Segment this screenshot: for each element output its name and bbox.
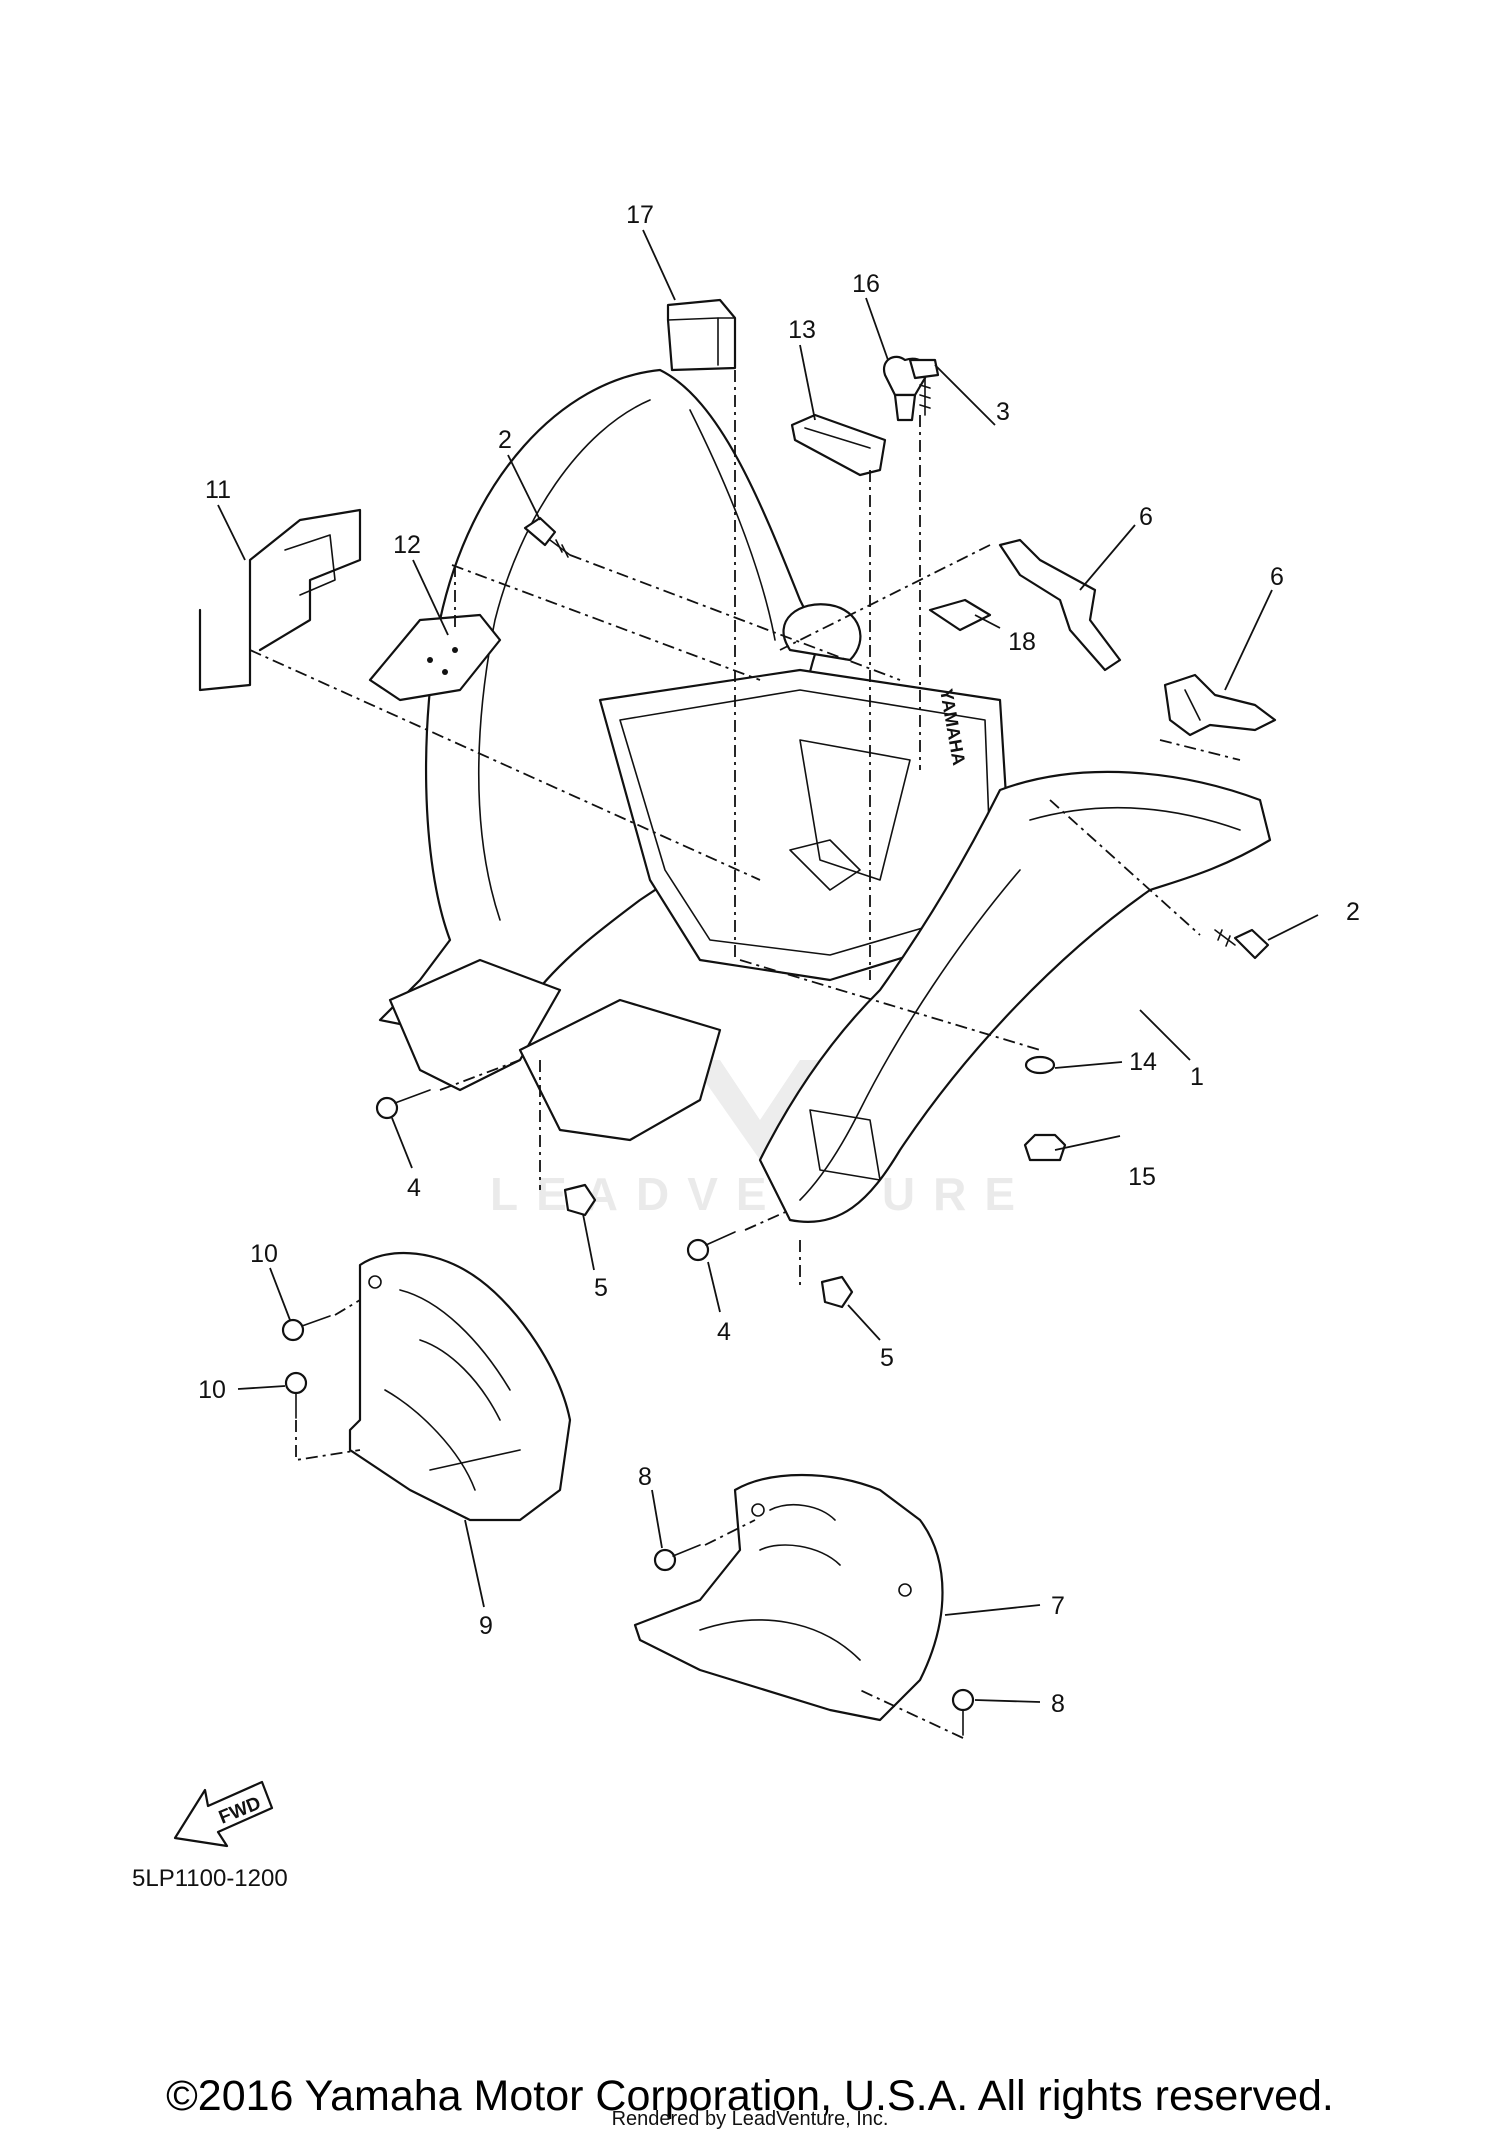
callout-8-lower: 8 <box>1051 1690 1065 1718</box>
callout-2-left: 2 <box>498 426 512 454</box>
part-4-screw-center <box>686 1231 736 1262</box>
assembly-lines <box>249 370 1241 1739</box>
part-3-bolt <box>908 358 940 416</box>
callout-4-left: 4 <box>407 1174 421 1202</box>
part-6-bracket-lower <box>1163 673 1277 737</box>
part-8-screw-upper <box>653 1544 701 1572</box>
part-8-screw-lower <box>951 1688 975 1736</box>
diagram-code: 5LP1100-1200 <box>132 1865 288 1892</box>
callout-16: 16 <box>852 270 880 298</box>
part-2-bolt-left <box>523 516 571 558</box>
part-11-bracket <box>198 508 362 692</box>
part-14-washer <box>1024 1055 1056 1075</box>
callout-7: 7 <box>1051 1592 1065 1620</box>
callout-12: 12 <box>393 531 421 559</box>
watermark-logo <box>690 1060 830 1160</box>
callout-9: 9 <box>479 1612 493 1640</box>
callout-2-right: 2 <box>1346 898 1360 926</box>
part-5-fastener-right <box>820 1275 854 1309</box>
part-15-nut <box>1023 1133 1067 1162</box>
part-13-bracket <box>790 413 887 477</box>
callout-8-upper: 8 <box>638 1463 652 1491</box>
callout-15: 15 <box>1128 1163 1156 1191</box>
part-9-guard <box>348 1251 572 1522</box>
callout-13: 13 <box>788 316 816 344</box>
fwd-arrow-icon: FWD <box>173 1780 274 1848</box>
part-5-fastener-left <box>563 1183 597 1217</box>
part-12-plate <box>368 613 502 702</box>
part-4-screw-left <box>375 1089 431 1120</box>
part-10-screw-upper <box>281 1315 331 1342</box>
copyright-text: ©2016 Yamaha Motor Corporation, U.S.A. A… <box>166 2072 1334 2120</box>
part-17-pad <box>666 298 737 372</box>
callout-10-lower: 10 <box>198 1376 226 1404</box>
callout-6-lower: 6 <box>1270 563 1284 591</box>
callout-5-right: 5 <box>880 1344 894 1372</box>
callout-4-center: 4 <box>717 1318 731 1346</box>
part-18-pad <box>928 598 992 632</box>
callout-14: 14 <box>1129 1048 1157 1076</box>
rendered-by-text: Rendered by LeadVenture, Inc. <box>611 2108 889 2130</box>
callout-11: 11 <box>205 476 231 504</box>
callout-18: 18 <box>1008 628 1036 656</box>
callout-10-upper: 10 <box>250 1240 278 1268</box>
callout-5-left: 5 <box>594 1274 608 1302</box>
part-2-bolt-right <box>1214 928 1270 960</box>
callout-6-upper: 6 <box>1139 503 1153 531</box>
part-7-guard <box>633 1473 944 1722</box>
leader-lines <box>217 229 1319 1703</box>
callout-1: 1 <box>1190 1063 1204 1091</box>
callouts: 1 2 2 3 4 4 5 5 6 6 7 8 8 9 10 10 11 12 … <box>198 201 1360 1718</box>
part-6-bracket-upper <box>998 538 1122 672</box>
rear-fender: YAMAHA <box>378 368 1272 1223</box>
callout-3: 3 <box>996 398 1010 426</box>
callout-17: 17 <box>626 201 654 229</box>
part-10-screw-lower <box>284 1371 308 1419</box>
